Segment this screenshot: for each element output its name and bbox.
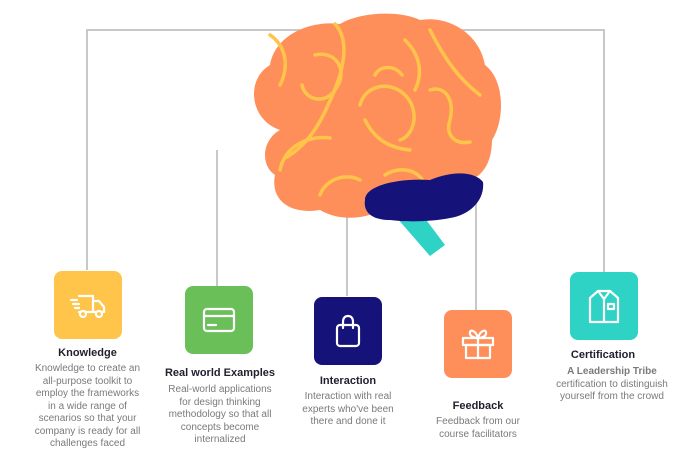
feedback-title: Feedback bbox=[452, 400, 504, 412]
interaction-tile[interactable] bbox=[314, 297, 382, 365]
truck-icon bbox=[69, 294, 106, 319]
certification-description: A Leadership Tribe certification to dist… bbox=[556, 366, 668, 402]
certification-connector bbox=[440, 29, 605, 272]
real-world-tile[interactable] bbox=[185, 286, 253, 354]
certification-tile[interactable] bbox=[570, 272, 638, 340]
brain-folds bbox=[268, 22, 482, 197]
credit-card-icon bbox=[202, 307, 236, 333]
interaction-title: Interaction bbox=[319, 375, 377, 387]
cerebrum bbox=[253, 13, 502, 218]
brain-illustration bbox=[253, 13, 502, 256]
interaction-description: Interaction with real experts who've bee… bbox=[302, 391, 394, 427]
real-world-description: Real-world applications for design think… bbox=[168, 384, 272, 445]
knowledge-title: Knowledge bbox=[58, 347, 117, 359]
feedback-tile[interactable] bbox=[444, 310, 512, 378]
gift-icon bbox=[461, 329, 495, 360]
cerebellum bbox=[364, 173, 484, 222]
knowledge-connector bbox=[86, 29, 300, 270]
knowledge-description: Knowledge to create an all-purpose toolk… bbox=[34, 363, 141, 449]
knowledge-tile[interactable] bbox=[54, 271, 122, 339]
feedback-description: Feedback from our course facilitators bbox=[436, 416, 520, 440]
shopping-bag-icon bbox=[335, 314, 361, 348]
real-world-title: Real world Examples bbox=[164, 367, 276, 379]
shirt-icon bbox=[588, 289, 620, 324]
certification-title: Certification bbox=[570, 349, 636, 361]
